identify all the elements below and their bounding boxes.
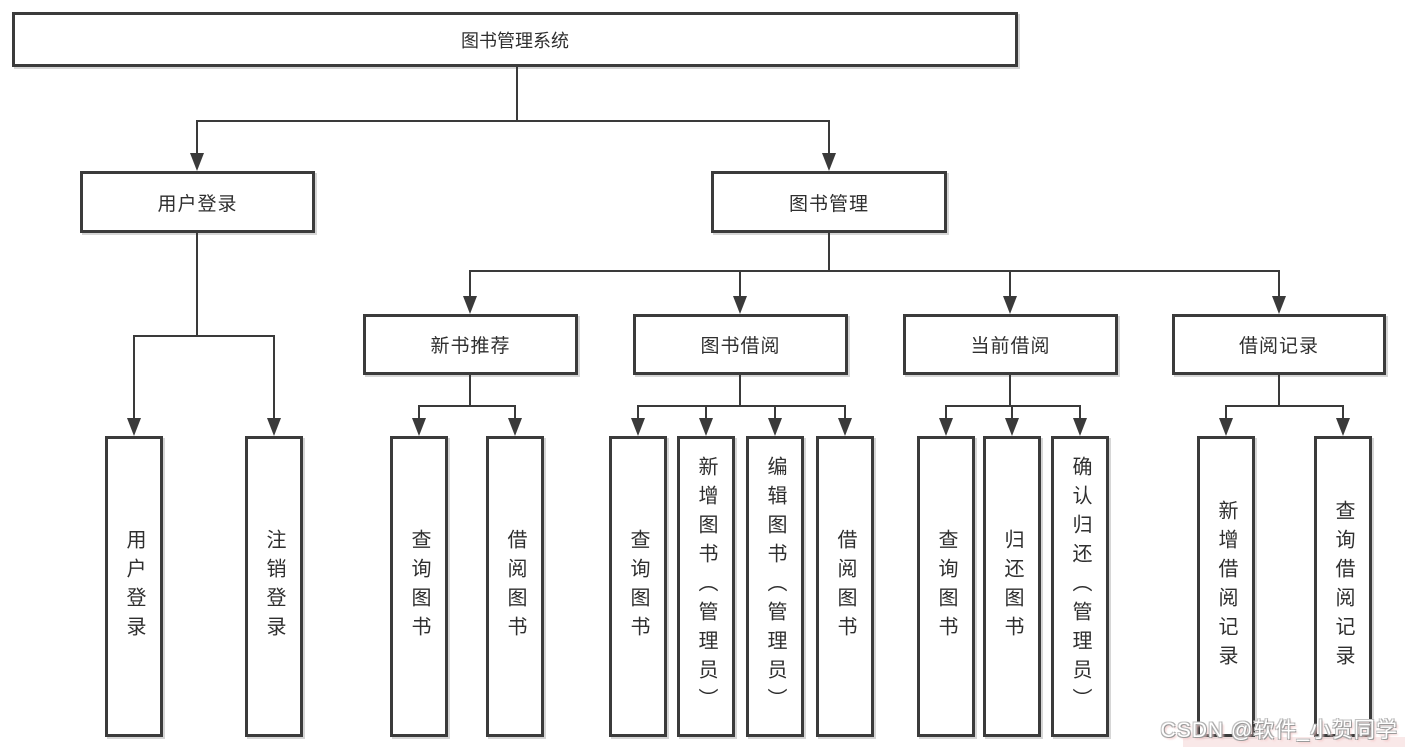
arrow-down-cb-return-icon	[1005, 418, 1019, 436]
leaf-logout-label: 注销登录	[263, 528, 285, 645]
arrow-down-bb-query-icon	[631, 418, 645, 436]
connector-drop-nb-query	[418, 405, 420, 420]
arrow-down-borrow-records-icon	[1272, 296, 1286, 314]
connector-new-book-stem	[469, 375, 471, 406]
node-user-login-label: 用户登录	[157, 193, 238, 215]
arrow-down-nb-query-icon	[412, 418, 426, 436]
leaf-bb-edit-book-admin-label: 编辑图书（管理员）	[764, 456, 786, 717]
node-user-login: 用户登录	[80, 171, 315, 233]
connector-drop-bb-edit	[774, 405, 776, 420]
connector-drop-book-borrow	[739, 270, 741, 298]
node-book-management: 图书管理	[711, 171, 947, 233]
connector-drop-cb-confirm	[1079, 405, 1081, 420]
connector-book-management-bar	[470, 270, 1280, 272]
connector-current-borrow-bar	[946, 405, 1081, 407]
connector-root-bar	[197, 120, 830, 122]
arrow-down-br-query-icon	[1336, 418, 1350, 436]
watermark-text: CSDN @软件_小贺同学	[1160, 719, 1398, 742]
connector-drop-new-book	[469, 270, 471, 298]
leaf-bb-query-book-label: 查询图书	[627, 528, 649, 645]
connector-drop-current-borrow	[1009, 270, 1011, 298]
connector-book-borrow-bar	[638, 405, 846, 407]
leaf-cb-query-book-label: 查询图书	[935, 528, 957, 645]
connector-borrow-records-bar	[1226, 405, 1344, 407]
connector-book-borrow-stem	[739, 375, 741, 406]
connector-drop-cb-return	[1011, 405, 1013, 420]
arrow-down-bb-edit-icon	[768, 418, 782, 436]
node-borrow-records-label: 借阅记录	[1238, 336, 1319, 357]
connector-user-login-bar	[134, 335, 275, 337]
leaf-cb-query-book: 查询图书	[917, 436, 975, 737]
connector-user-login-stem	[196, 233, 198, 336]
connector-drop-book-management	[828, 120, 830, 154]
leaf-user-login-label: 用户登录	[123, 528, 145, 645]
connector-drop-leaf-login	[133, 335, 135, 420]
arrow-down-user-login-icon	[190, 153, 204, 171]
leaf-nb-query-book-label: 查询图书	[408, 528, 430, 645]
arrow-down-br-add-icon	[1219, 418, 1233, 436]
node-book-borrow: 图书借阅	[633, 314, 848, 375]
connector-drop-bb-add	[705, 405, 707, 420]
node-book-borrow-label: 图书借阅	[700, 336, 781, 357]
arrow-down-cb-confirm-icon	[1073, 418, 1087, 436]
connector-drop-br-add	[1225, 405, 1227, 420]
leaf-bb-edit-book-admin: 编辑图书（管理员）	[746, 436, 804, 737]
connector-current-borrow-stem	[1009, 375, 1011, 406]
leaf-bb-borrow-book-label: 借阅图书	[834, 528, 856, 645]
connector-drop-user-login	[196, 120, 198, 154]
arrow-down-book-management-icon	[822, 153, 836, 171]
connector-drop-bb-query	[637, 405, 639, 420]
leaf-cb-return-book-label: 归还图书	[1001, 528, 1023, 645]
leaf-user-login: 用户登录	[105, 436, 163, 737]
connector-drop-cb-query	[945, 405, 947, 420]
connector-drop-borrow-records	[1278, 270, 1280, 298]
node-book-management-label: 图书管理	[788, 193, 869, 215]
arrow-down-bb-borrow-icon	[838, 418, 852, 436]
connector-new-book-bar	[419, 405, 516, 407]
leaf-logout: 注销登录	[245, 436, 303, 737]
node-borrow-records: 借阅记录	[1172, 314, 1386, 375]
arrow-down-current-borrow-icon	[1003, 296, 1017, 314]
leaf-nb-borrow-book: 借阅图书	[486, 436, 544, 737]
leaf-nb-borrow-book-label: 借阅图书	[504, 528, 526, 645]
arrow-down-new-book-icon	[463, 296, 477, 314]
connector-borrow-records-stem	[1278, 375, 1280, 406]
node-new-book-recommend: 新书推荐	[363, 314, 578, 375]
connector-drop-br-query	[1342, 405, 1344, 420]
leaf-bb-add-book-admin: 新增图书（管理员）	[677, 436, 735, 737]
node-current-borrow-label: 当前借阅	[970, 336, 1051, 357]
connector-drop-nb-borrow	[514, 405, 516, 420]
leaf-bb-query-book: 查询图书	[609, 436, 667, 737]
connector-drop-leaf-logout	[273, 335, 275, 420]
arrow-down-leaf-login-icon	[127, 418, 141, 436]
watermark-pink-strip	[1183, 737, 1405, 747]
leaf-br-query-record: 查询借阅记录	[1314, 436, 1372, 737]
node-root: 图书管理系统	[12, 12, 1018, 67]
arrow-down-bb-add-icon	[699, 418, 713, 436]
leaf-br-add-record: 新增借阅记录	[1197, 436, 1255, 737]
arrow-down-book-borrow-icon	[733, 296, 747, 314]
leaf-br-add-record-label: 新增借阅记录	[1215, 499, 1237, 674]
arrow-down-cb-query-icon	[939, 418, 953, 436]
connector-book-management-stem	[828, 233, 830, 271]
leaf-cb-return-book: 归还图书	[983, 436, 1041, 737]
leaf-cb-confirm-return-admin: 确认归还（管理员）	[1051, 436, 1109, 737]
arrow-down-leaf-logout-icon	[267, 418, 281, 436]
leaf-bb-add-book-admin-label: 新增图书（管理员）	[695, 456, 717, 717]
node-current-borrow: 当前借阅	[903, 314, 1118, 375]
leaf-bb-borrow-book: 借阅图书	[816, 436, 874, 737]
node-root-label: 图书管理系统	[461, 30, 569, 51]
arrow-down-nb-borrow-icon	[508, 418, 522, 436]
node-new-book-recommend-label: 新书推荐	[430, 336, 511, 357]
leaf-cb-confirm-return-admin-label: 确认归还（管理员）	[1069, 456, 1091, 717]
connector-drop-bb-borrow	[844, 405, 846, 420]
leaf-nb-query-book: 查询图书	[390, 436, 448, 737]
connector-root-stem	[516, 67, 518, 121]
leaf-br-query-record-label: 查询借阅记录	[1332, 499, 1354, 674]
